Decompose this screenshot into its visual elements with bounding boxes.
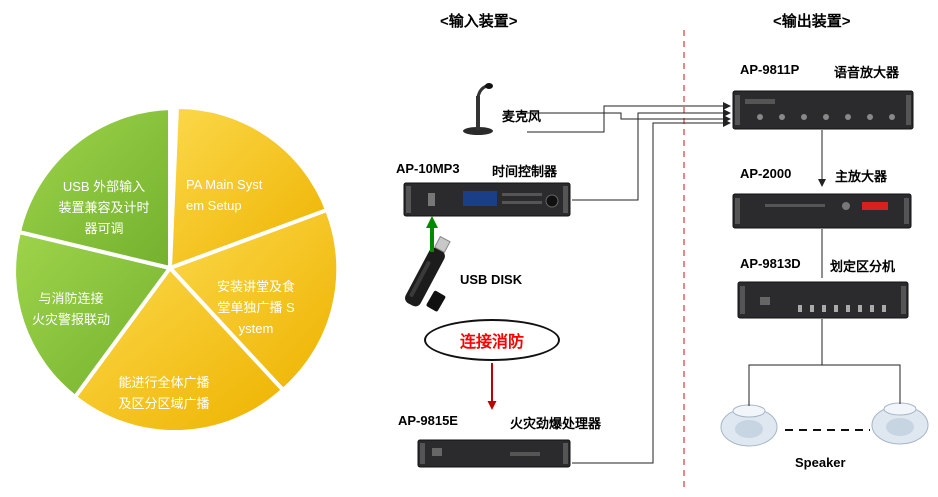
zone-selector-name-label: 划定区分机 bbox=[830, 259, 896, 274]
pie-slice-pa-main-setup bbox=[167, 104, 330, 271]
pie-caption-line: 能进行全体广播 bbox=[118, 375, 210, 390]
signal-connections bbox=[520, 102, 901, 464]
pie-caption-line: ystem bbox=[238, 321, 274, 336]
pie-caption-line: 火灾警报联动 bbox=[31, 312, 110, 327]
input-section-title: <输入装置> bbox=[440, 13, 518, 30]
pie-caption-line: USB 外部输入 bbox=[62, 179, 146, 194]
speaker-label: Speaker bbox=[795, 455, 846, 470]
fire-processor-model-label: AP-9815E bbox=[398, 413, 458, 428]
speaker-right-icon bbox=[871, 402, 929, 445]
pie-caption-line: 器可调 bbox=[84, 221, 124, 236]
pie-caption-hall-canteen: 安装讲堂及食 堂单独广播 S ystem bbox=[208, 276, 304, 339]
output-section-title: <输出装置> bbox=[773, 13, 851, 30]
main-amplifier-model-label: AP-2000 bbox=[740, 166, 792, 181]
microphone-label: 麦克风 bbox=[502, 109, 542, 124]
timer-device-image bbox=[403, 182, 571, 217]
preamp-model-label: AP-9811P bbox=[740, 62, 800, 77]
fire-processor-device-image bbox=[417, 439, 571, 468]
preamp-device-image bbox=[732, 90, 914, 130]
pie-caption-line: PA Main Syst bbox=[186, 177, 263, 192]
microphone-icon bbox=[463, 83, 493, 135]
pie-slice-usb-timer bbox=[16, 105, 172, 271]
pie-caption-usb-timer: USB 外部输入 装置兼容及计时 器可调 bbox=[52, 176, 156, 239]
zone-selector-model-label: AP-9813D bbox=[740, 256, 801, 271]
timer-model-label: AP-10MP3 bbox=[396, 161, 460, 176]
preamp-name-label: 语音放大器 bbox=[834, 65, 900, 80]
usb-disk-label: USB DISK bbox=[460, 272, 523, 287]
main-amplifier-device-image bbox=[732, 193, 912, 229]
zone-selector-device-image bbox=[737, 281, 909, 319]
speaker-left-icon bbox=[720, 404, 778, 447]
pie-slice-all-zone-broadcast bbox=[72, 264, 286, 434]
timer-name-label: 时间控制器 bbox=[492, 164, 558, 179]
fire-link-badge: 连接消防 bbox=[424, 319, 560, 361]
pie-caption-line: em Setup bbox=[186, 198, 242, 213]
pie-caption-line: 及区分区域广播 bbox=[118, 396, 210, 411]
pie-caption-fire-link: 与消防连接 火灾警报联动 bbox=[16, 288, 126, 330]
pie-slice-fire-link bbox=[12, 229, 174, 400]
usb-disk-icon bbox=[405, 235, 451, 312]
pie-caption-line: 堂单独广播 S bbox=[217, 300, 295, 315]
pie-caption-line: 安装讲堂及食 bbox=[216, 279, 295, 294]
feature-pie bbox=[12, 104, 341, 434]
pie-slice-hall-canteen bbox=[166, 207, 341, 393]
pie-caption-pa-main-setup: PA Main Syst em Setup bbox=[186, 174, 282, 216]
pie-caption-all-zone-broadcast: 能进行全体广播 及区分区域广播 bbox=[104, 372, 224, 414]
pie-caption-line: 与消防连接 bbox=[38, 291, 104, 306]
fire-processor-name-label: 火灾劲爆处理器 bbox=[510, 416, 602, 431]
main-amplifier-name-label: 主放大器 bbox=[835, 169, 888, 184]
pie-caption-line: 装置兼容及计时 bbox=[58, 200, 150, 215]
